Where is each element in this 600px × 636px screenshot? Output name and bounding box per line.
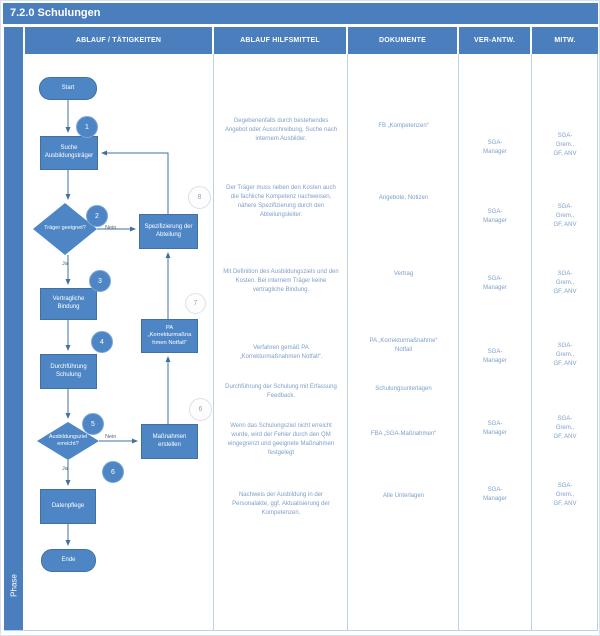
hilfsmittel-note-row: Durchführung der Schulung mit Erfassung …: [225, 384, 337, 399]
step-box-datenpflege: Datenpflege: [40, 489, 96, 524]
column-header-ablauf-taetigkeiten: ABLAUF / TÄTIGKEITEN: [25, 27, 212, 54]
dokumente-row: Alle Unterlagen: [382, 493, 425, 499]
column-header-dokumente: DOKUMENTE: [348, 27, 457, 54]
step-box-massnahmen-erstellen: Maßnahmen erstellen: [141, 424, 198, 459]
column-divider: [213, 54, 214, 631]
verantw-row: SGA- Manager: [483, 421, 507, 436]
step-box-vertragliche-bindung: Vertragliche Bindung: [40, 288, 97, 320]
step-number-badge-4: 4: [91, 331, 113, 353]
mitw-row: SGA- Grem., GF, ANV: [553, 204, 577, 228]
column-header-verantw: VER-ANTW.: [459, 27, 530, 54]
bottom-border-line: [4, 630, 598, 631]
mitw-row: SGA- Grem., GF, ANV: [553, 133, 577, 157]
step-box-pa-korrekturmassnahmen-notfall: PA „Korrekturmaßna hmen Notfall“: [141, 319, 198, 353]
hilfsmittel-note-row: Mit Definition des Ausbildungsziels und …: [223, 269, 339, 293]
hilfsmittel-note-row: Gegebenenfalls durch bestehendes Angebot…: [224, 118, 338, 142]
column-divider: [458, 54, 459, 631]
step-number-badge-2: 2: [86, 205, 108, 227]
column-header-mitw: MITW.: [532, 27, 598, 54]
branch-number-badge-8: 8: [188, 186, 211, 209]
step-number-badge-3: 3: [89, 270, 111, 292]
start-terminator: Start: [39, 77, 97, 100]
step-number-badge-6: 6: [102, 461, 124, 483]
column-divider: [347, 54, 348, 631]
hilfsmittel-note-row: Der Träger muss neben den Kosten auch di…: [226, 185, 336, 218]
dokumente-row: Angebote, Notizen: [378, 195, 429, 201]
verantw-row: SGA- Manager: [483, 209, 507, 224]
column-header-ablauf-hilfsmittel: ABLAUF HILFSMITTEL: [214, 27, 346, 54]
edge-label-ja: Ja: [62, 466, 68, 472]
edge-label-nein: Nein: [105, 434, 117, 440]
column-divider: [531, 54, 532, 631]
mitw-row: SGA- Grem., GF, ANV: [553, 416, 577, 440]
mitw-row: SGA- Grem., GF, ANV: [553, 271, 577, 295]
phase-sidebar: [4, 27, 23, 631]
hilfsmittel-note-row: Verfahren gemäß PA „Korrekturmaßnahmen N…: [239, 345, 323, 360]
mitw-row: SGA- Grem., GF, ANV: [553, 483, 577, 507]
step-box-spezifizierung-abteilung: Spezifizierung der Abteilung: [139, 214, 198, 249]
edge-label-ja: Ja: [62, 261, 68, 267]
dokumente-row: FB „Kompetenzen“: [378, 123, 429, 129]
branch-number-badge-6: 6: [189, 398, 212, 421]
hilfsmittel-note-row: Wenn das Schulungsziel nicht erreicht wu…: [227, 423, 335, 456]
verantw-row: SGA- Manager: [483, 276, 507, 291]
step-number-badge-1: 1: [76, 116, 98, 138]
dokumente-row: PA „Korrekturmaßnahme“ Notfall: [369, 338, 438, 353]
phase-label: Phase: [9, 574, 19, 597]
dokumente-row: FBA „SGA-Maßnahmen“: [370, 431, 437, 437]
hilfsmittel-note-row: Nachweis der Ausbildung in der Personala…: [232, 492, 330, 516]
end-terminator: Ende: [41, 549, 96, 572]
step-number-badge-5: 5: [82, 413, 104, 435]
verantw-row: SGA- Manager: [483, 140, 507, 155]
dokumente-row: Vertrag: [393, 271, 414, 277]
step-box-suche-ausbildungstraeger: Suche Ausbildungsträger: [40, 136, 98, 170]
verantw-row: SGA- Manager: [483, 349, 507, 364]
dokumente-row: Schulungsunterlagen: [375, 386, 432, 392]
edge-label-nein: Nein: [105, 225, 117, 231]
step-box-durchfuehrung-schulung: Durchführung Schulung: [40, 354, 97, 389]
branch-number-badge-7: 7: [185, 293, 206, 314]
right-border-line: [597, 54, 598, 631]
page-title: 7.2.0 Schulungen: [3, 3, 598, 24]
verantw-row: SGA- Manager: [483, 487, 507, 502]
mitw-row: SGA- Grem., GF, ANV: [553, 343, 577, 367]
